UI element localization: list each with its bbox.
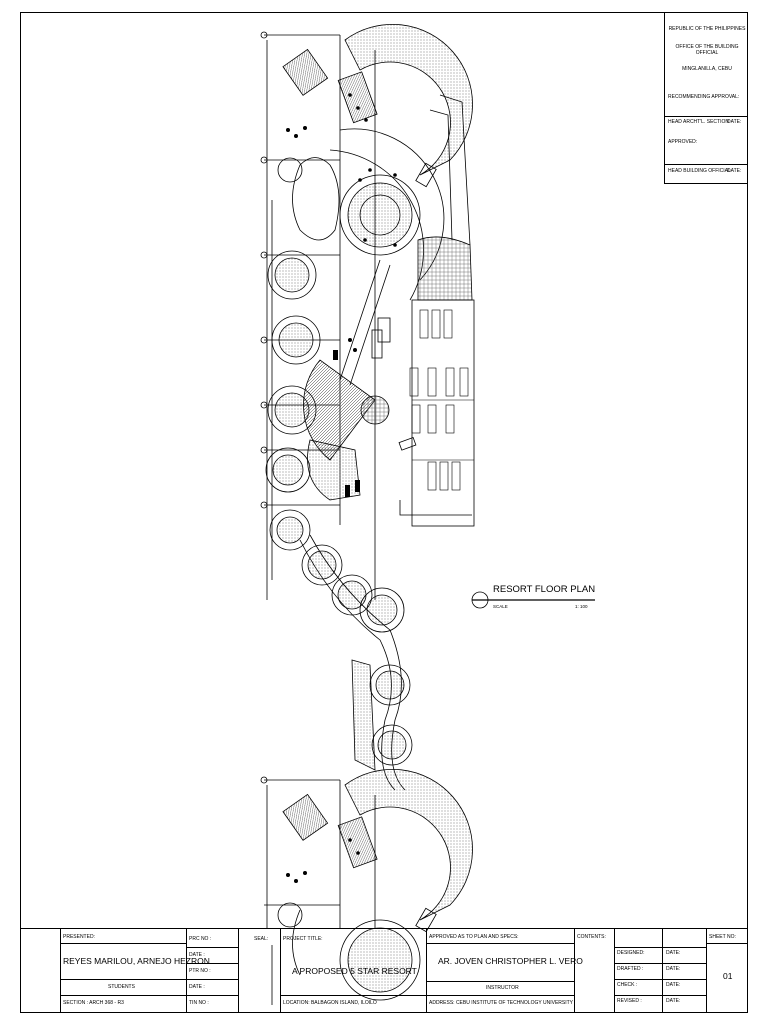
approval-line-office: OFFICE OF THE BUILDING OFFICIAL (675, 44, 739, 56)
designed-label: DESIGNED: (617, 950, 645, 956)
prc-date-label: DATE : (189, 952, 205, 958)
drafted-label: DRAFTED : (617, 966, 644, 972)
prc-no-label: PRC NO : (189, 936, 212, 942)
sheet-no-label: SHEET NO: (709, 934, 736, 940)
revised-date-label: DATE: (666, 998, 681, 1004)
contents-label: CONTENTS: (577, 934, 606, 940)
tin-no-label: TIN NO : (189, 1000, 209, 1006)
head-archt-label: HEAD ARCHT'L. SECTION (668, 119, 729, 125)
ptr-date-label: DATE : (189, 984, 205, 990)
ptr-no-label: PTR NO : (189, 968, 211, 974)
instructor-label: INSTRUCTOR (486, 985, 519, 991)
plan-scale-value: 1: 100 (575, 604, 588, 609)
seal-label: SEAL: (254, 936, 269, 942)
presenter-names: REYES MARILOU, ARNEJO HEZRON (63, 956, 210, 966)
revised-label: REVISED : (617, 998, 642, 1004)
instructor-name: AR. JOVEN CHRISTOPHER L. VERO (438, 956, 583, 966)
recommending-approval-label: RECOMMENDING APPROVAL: (668, 94, 740, 100)
title-block: PRESENTED: REYES MARILOU, ARNEJO HEZRON … (20, 928, 748, 1013)
sheet-border (20, 12, 748, 1013)
plan-title: RESORT FLOOR PLAN (493, 584, 596, 595)
sheet-number: 01 (723, 971, 733, 981)
approval-line-republic: REPUBLIC OF THE PHILIPPINES (668, 26, 746, 32)
head-building-label: HEAD BUILDING OFFICIAL (668, 168, 731, 174)
approved-label: APPROVED: (668, 139, 698, 145)
drafted-date-label: DATE: (666, 966, 681, 972)
project-title-label: PROJECT TITLE: (283, 936, 323, 942)
project-title: A PROPOSED 5 STAR RESORT (292, 966, 417, 976)
address-label: ADDRESS: CEBU INSTITUTE OF TECHNOLOGY UN… (429, 1000, 574, 1006)
section-label: SECTION : ARCH 368 - R3 (63, 1000, 124, 1006)
check-date-label: DATE: (666, 982, 681, 988)
plan-scale-label: SCALE (493, 604, 508, 609)
approval-line-location: MINGLANILLA, CEBU (682, 66, 732, 72)
check-label: CHECK : (617, 982, 638, 988)
approval-date-1: DATE: (727, 119, 742, 125)
project-location: LOCATION: BALBAGON ISLAND, ILOILO (283, 1000, 377, 1006)
approval-date-2: DATE: (727, 168, 742, 174)
students-label: STUDENTS (108, 984, 135, 990)
approved-specs-label: APPROVED AS TO PLAN AND SPECS: (429, 934, 519, 940)
approval-box: REPUBLIC OF THE PHILIPPINES OFFICE OF TH… (664, 12, 748, 184)
designed-date-label: DATE: (666, 950, 681, 956)
presented-label: PRESENTED: (63, 934, 95, 940)
